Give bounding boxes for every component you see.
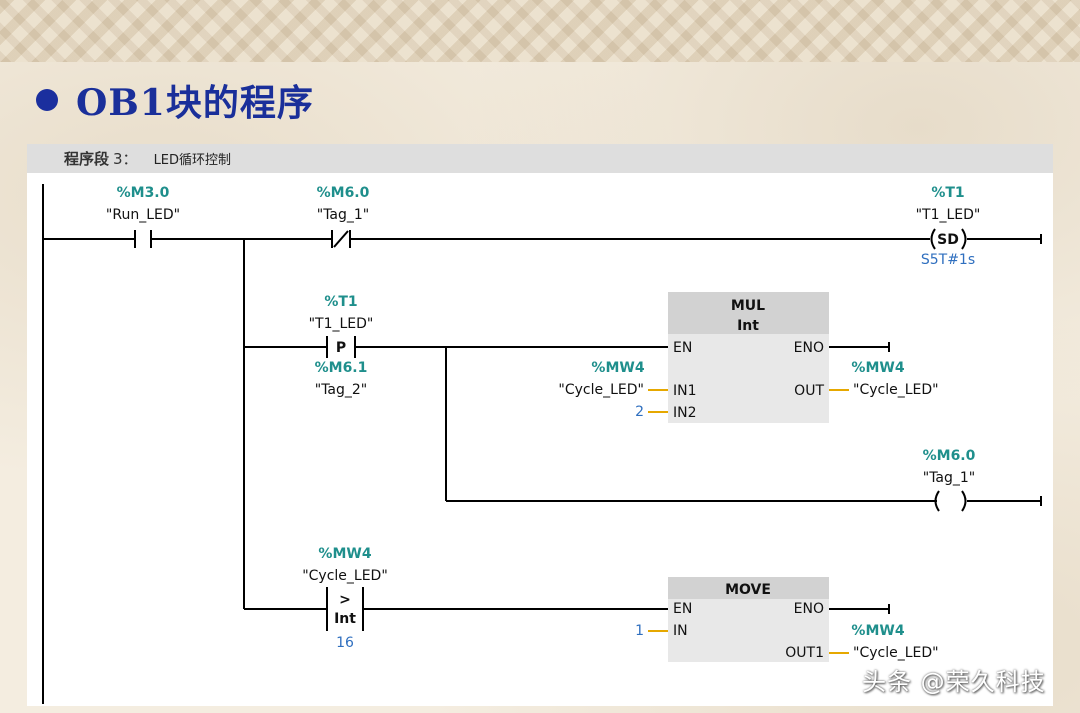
- contact-address: %M6.0: [317, 185, 370, 201]
- p-label: P: [336, 340, 346, 356]
- out-address: %MW4: [851, 360, 904, 376]
- coil-address: %T1: [931, 185, 964, 201]
- edge-memory-address: %M6.1: [315, 360, 368, 376]
- bullet-icon: [36, 89, 58, 111]
- coil-symbol: "Tag_1": [923, 470, 976, 486]
- pin-eno: ENO: [794, 601, 824, 617]
- contact-address: %M3.0: [117, 185, 170, 201]
- box-name: MUL: [731, 298, 765, 314]
- pin-in: IN: [673, 623, 688, 639]
- box-type: Int: [737, 318, 759, 334]
- coil-tag1[interactable]: %M6.0 "Tag_1": [923, 448, 976, 512]
- out1-address: %MW4: [851, 623, 904, 639]
- ladder-diagram: .w { stroke:#000; stroke-width:2; fill:n…: [42, 184, 1042, 704]
- coil-type: SD: [937, 232, 959, 248]
- contact-symbol: "T1_LED": [309, 316, 374, 332]
- coil-address: %M6.0: [923, 448, 976, 464]
- box-name: MOVE: [725, 582, 771, 598]
- coil-sd-timer[interactable]: SD %T1 "T1_LED" S5T#1s: [916, 185, 981, 268]
- compare-gt-int[interactable]: > Int %MW4 "Cycle_LED" 16: [302, 546, 388, 651]
- compare-value: 16: [336, 635, 354, 651]
- network-title[interactable]: LED循环控制: [153, 153, 232, 168]
- pin-en: EN: [673, 340, 692, 356]
- move-box[interactable]: MOVE EN ENO IN OUT1: [668, 577, 829, 662]
- mul-box[interactable]: MUL Int EN ENO IN1 IN2 OUT: [668, 292, 829, 423]
- compare-op: >: [339, 592, 351, 608]
- coil-symbol: "T1_LED": [916, 207, 981, 223]
- out-symbol[interactable]: "Cycle_LED": [853, 382, 939, 398]
- contact-symbol: "Tag_1": [317, 207, 370, 223]
- pin-out: OUT: [794, 383, 824, 399]
- decorative-header-band: [0, 0, 1080, 62]
- contact-nc-tag1[interactable]: %M6.0 "Tag_1": [317, 185, 370, 248]
- pin-in2: IN2: [673, 405, 697, 421]
- contact-symbol: "Run_LED": [106, 207, 180, 223]
- compare-type: Int: [334, 611, 356, 627]
- p-edge-contact[interactable]: P %T1 "T1_LED" %M6.1 "Tag_2": [309, 294, 374, 398]
- out1-symbol[interactable]: "Cycle_LED": [853, 645, 939, 661]
- in2-value[interactable]: 2: [635, 404, 644, 420]
- pin-en: EN: [673, 601, 692, 617]
- ladder-editor-panel: 程序段 3： LED循环控制 .w { stroke:#000; stroke-…: [27, 144, 1053, 706]
- watermark: 头条 @荣久科技: [862, 668, 1046, 696]
- pin-in1: IN1: [673, 383, 697, 399]
- slide-title: OB1块的程序: [36, 74, 314, 126]
- edge-memory-symbol: "Tag_2": [315, 382, 368, 398]
- network-header[interactable]: 程序段 3： LED循环控制: [27, 144, 1053, 173]
- contact-address: %T1: [324, 294, 357, 310]
- in1-symbol[interactable]: "Cycle_LED": [558, 382, 644, 398]
- pin-out1: OUT1: [785, 645, 824, 661]
- timer-preset: S5T#1s: [921, 252, 975, 268]
- slide-title-text: OB1块的程序: [76, 82, 314, 124]
- pin-eno: ENO: [794, 340, 824, 356]
- compare-symbol: "Cycle_LED": [302, 568, 388, 584]
- network-number: 3：: [113, 150, 138, 168]
- in1-address: %MW4: [591, 360, 644, 376]
- compare-address: %MW4: [318, 546, 371, 562]
- in-value[interactable]: 1: [635, 623, 644, 639]
- network-label: 程序段: [64, 150, 110, 168]
